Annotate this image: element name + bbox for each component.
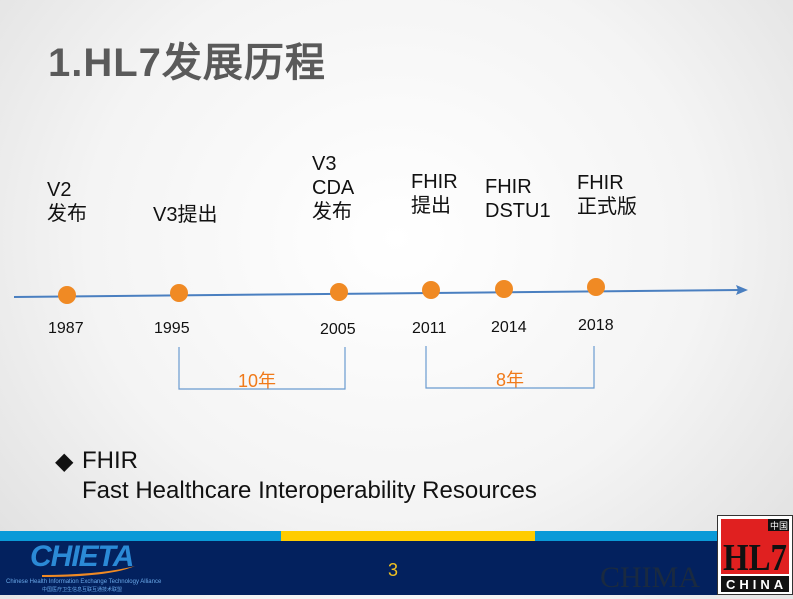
- footer-stripe-blue: [535, 531, 725, 541]
- bullet-heading: FHIR: [82, 447, 138, 474]
- event-label: FHIR DSTU1: [485, 176, 551, 222]
- event-label: V2 发布: [47, 179, 87, 225]
- span-label: 10年: [238, 371, 277, 391]
- arrow-head-icon: [736, 285, 748, 295]
- year-label: 2014: [491, 319, 527, 336]
- page-number: 3: [388, 560, 399, 580]
- bullet-text: Fast Healthcare Interoperability Resourc…: [82, 477, 537, 504]
- timeline-dot: [495, 280, 513, 298]
- year-label: 2011: [412, 320, 447, 337]
- event-label: V3 CDA 发布: [312, 153, 355, 223]
- year-label: 1995: [154, 320, 190, 337]
- hl7-china-logo: 中国 HL7 CHINA: [717, 515, 793, 595]
- diamond-bullet-icon: ◆: [55, 448, 74, 475]
- watermark: CHIMA: [600, 561, 701, 594]
- timeline-dot: [170, 284, 188, 302]
- page-title: 1.HL7发展历程: [48, 41, 326, 85]
- logo-subtitle-cn: 中国医疗卫生信息互联互通技术联盟: [42, 587, 123, 593]
- event-label: V3提出: [153, 204, 218, 226]
- year-label: 2005: [320, 321, 356, 338]
- footer-bar: [0, 541, 793, 595]
- timeline-dot: [58, 286, 76, 304]
- logo-swoosh-icon: [42, 566, 135, 577]
- event-label: FHIR 提出: [411, 171, 458, 217]
- footer-stripe-yellow: [281, 531, 535, 541]
- span-bracket-2011-2018: [425, 346, 595, 389]
- svg-text:HL7: HL7: [723, 537, 787, 579]
- event-label: FHIR 正式版: [577, 172, 637, 218]
- svg-text:CHINA: CHINA: [726, 577, 787, 592]
- span-bracket-1995-2005: [178, 347, 346, 390]
- footer-stripe-blue: [0, 531, 281, 541]
- timeline-dot: [330, 283, 348, 301]
- timeline-axis: [13, 289, 741, 298]
- chieta-logo: CHIETA: [30, 540, 134, 573]
- year-label: 1987: [48, 320, 84, 337]
- timeline-dot: [422, 281, 440, 299]
- span-label: 8年: [496, 370, 525, 390]
- logo-subtitle: Chinese Health Information Exchange Tech…: [6, 579, 162, 585]
- timeline-dot: [587, 278, 605, 296]
- year-label: 2018: [578, 317, 614, 334]
- svg-text:中国: 中国: [770, 520, 788, 531]
